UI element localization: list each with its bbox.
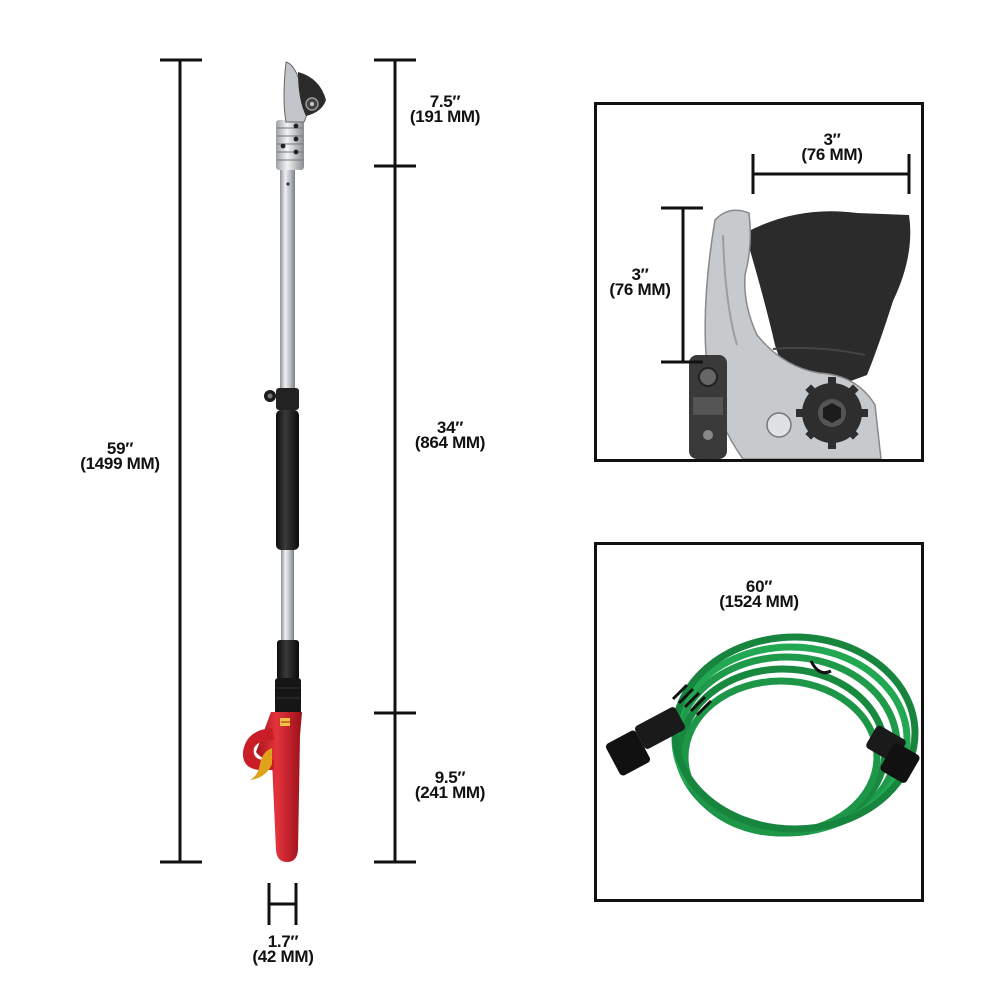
blade-width-label: 3″ (76 MM) xyxy=(772,130,892,164)
hose-illustration xyxy=(605,633,920,837)
pruner-head-body xyxy=(276,120,304,170)
pruner-blade-lower xyxy=(298,72,326,116)
lower-pole xyxy=(281,550,294,642)
total-length-label: 59″ (1499 MM) xyxy=(60,439,180,473)
head-length-imperial: 7.5″ xyxy=(429,92,461,111)
pole-length-metric: (864 MM) xyxy=(414,433,486,452)
hose-length-label: 60″ (1524 MM) xyxy=(704,577,814,611)
blade-dimension-lines xyxy=(661,154,911,364)
trigger-icon xyxy=(250,748,272,780)
blade-width-metric: (76 MM) xyxy=(801,145,863,164)
blade-height-metric: (76 MM) xyxy=(609,280,671,299)
handle-length-imperial: 9.5″ xyxy=(434,768,466,787)
hose-length-imperial: 60″ xyxy=(745,577,773,596)
left-connector-icon xyxy=(605,707,686,776)
upper-pole xyxy=(280,166,295,396)
handle-width-dimension-line xyxy=(267,883,298,925)
pole-length-imperial: 34″ xyxy=(436,418,464,437)
foam-grip xyxy=(276,410,299,550)
blade-detail-panel: 3″ (76 MM) 3″ (76 MM) xyxy=(594,102,924,462)
head-length-metric: (191 MM) xyxy=(409,107,481,126)
total-length-metric: (1499 MM) xyxy=(80,454,160,473)
gear-icon xyxy=(796,377,868,449)
trigger-guard xyxy=(242,728,274,770)
handle-length-metric: (241 MM) xyxy=(414,783,486,802)
handle-length-label: 9.5″ (241 MM) xyxy=(395,768,505,802)
blade-detail-illustration xyxy=(661,154,911,459)
hose-length-metric: (1524 MM) xyxy=(719,592,799,611)
handle-width-imperial: 1.7″ xyxy=(267,932,299,951)
blade-height-imperial: 3″ xyxy=(631,265,649,284)
pole-length-label: 34″ (864 MM) xyxy=(395,418,505,452)
blade-height-label: 3″ (76 MM) xyxy=(597,265,690,299)
blade-width-imperial: 3″ xyxy=(823,130,841,149)
red-handle xyxy=(256,712,302,862)
hose-detail-panel: 60″ (1524 MM) xyxy=(594,542,924,902)
handle-width-label: 1.7″ (42 MM) xyxy=(228,932,338,966)
handle-width-metric: (42 MM) xyxy=(252,947,314,966)
total-length-dimension-line xyxy=(160,58,202,864)
right-connector-icon xyxy=(866,725,920,783)
segment-dimension-line xyxy=(374,58,416,864)
head-length-label: 7.5″ (191 MM) xyxy=(395,92,495,126)
total-length-imperial: 59″ xyxy=(106,439,134,458)
